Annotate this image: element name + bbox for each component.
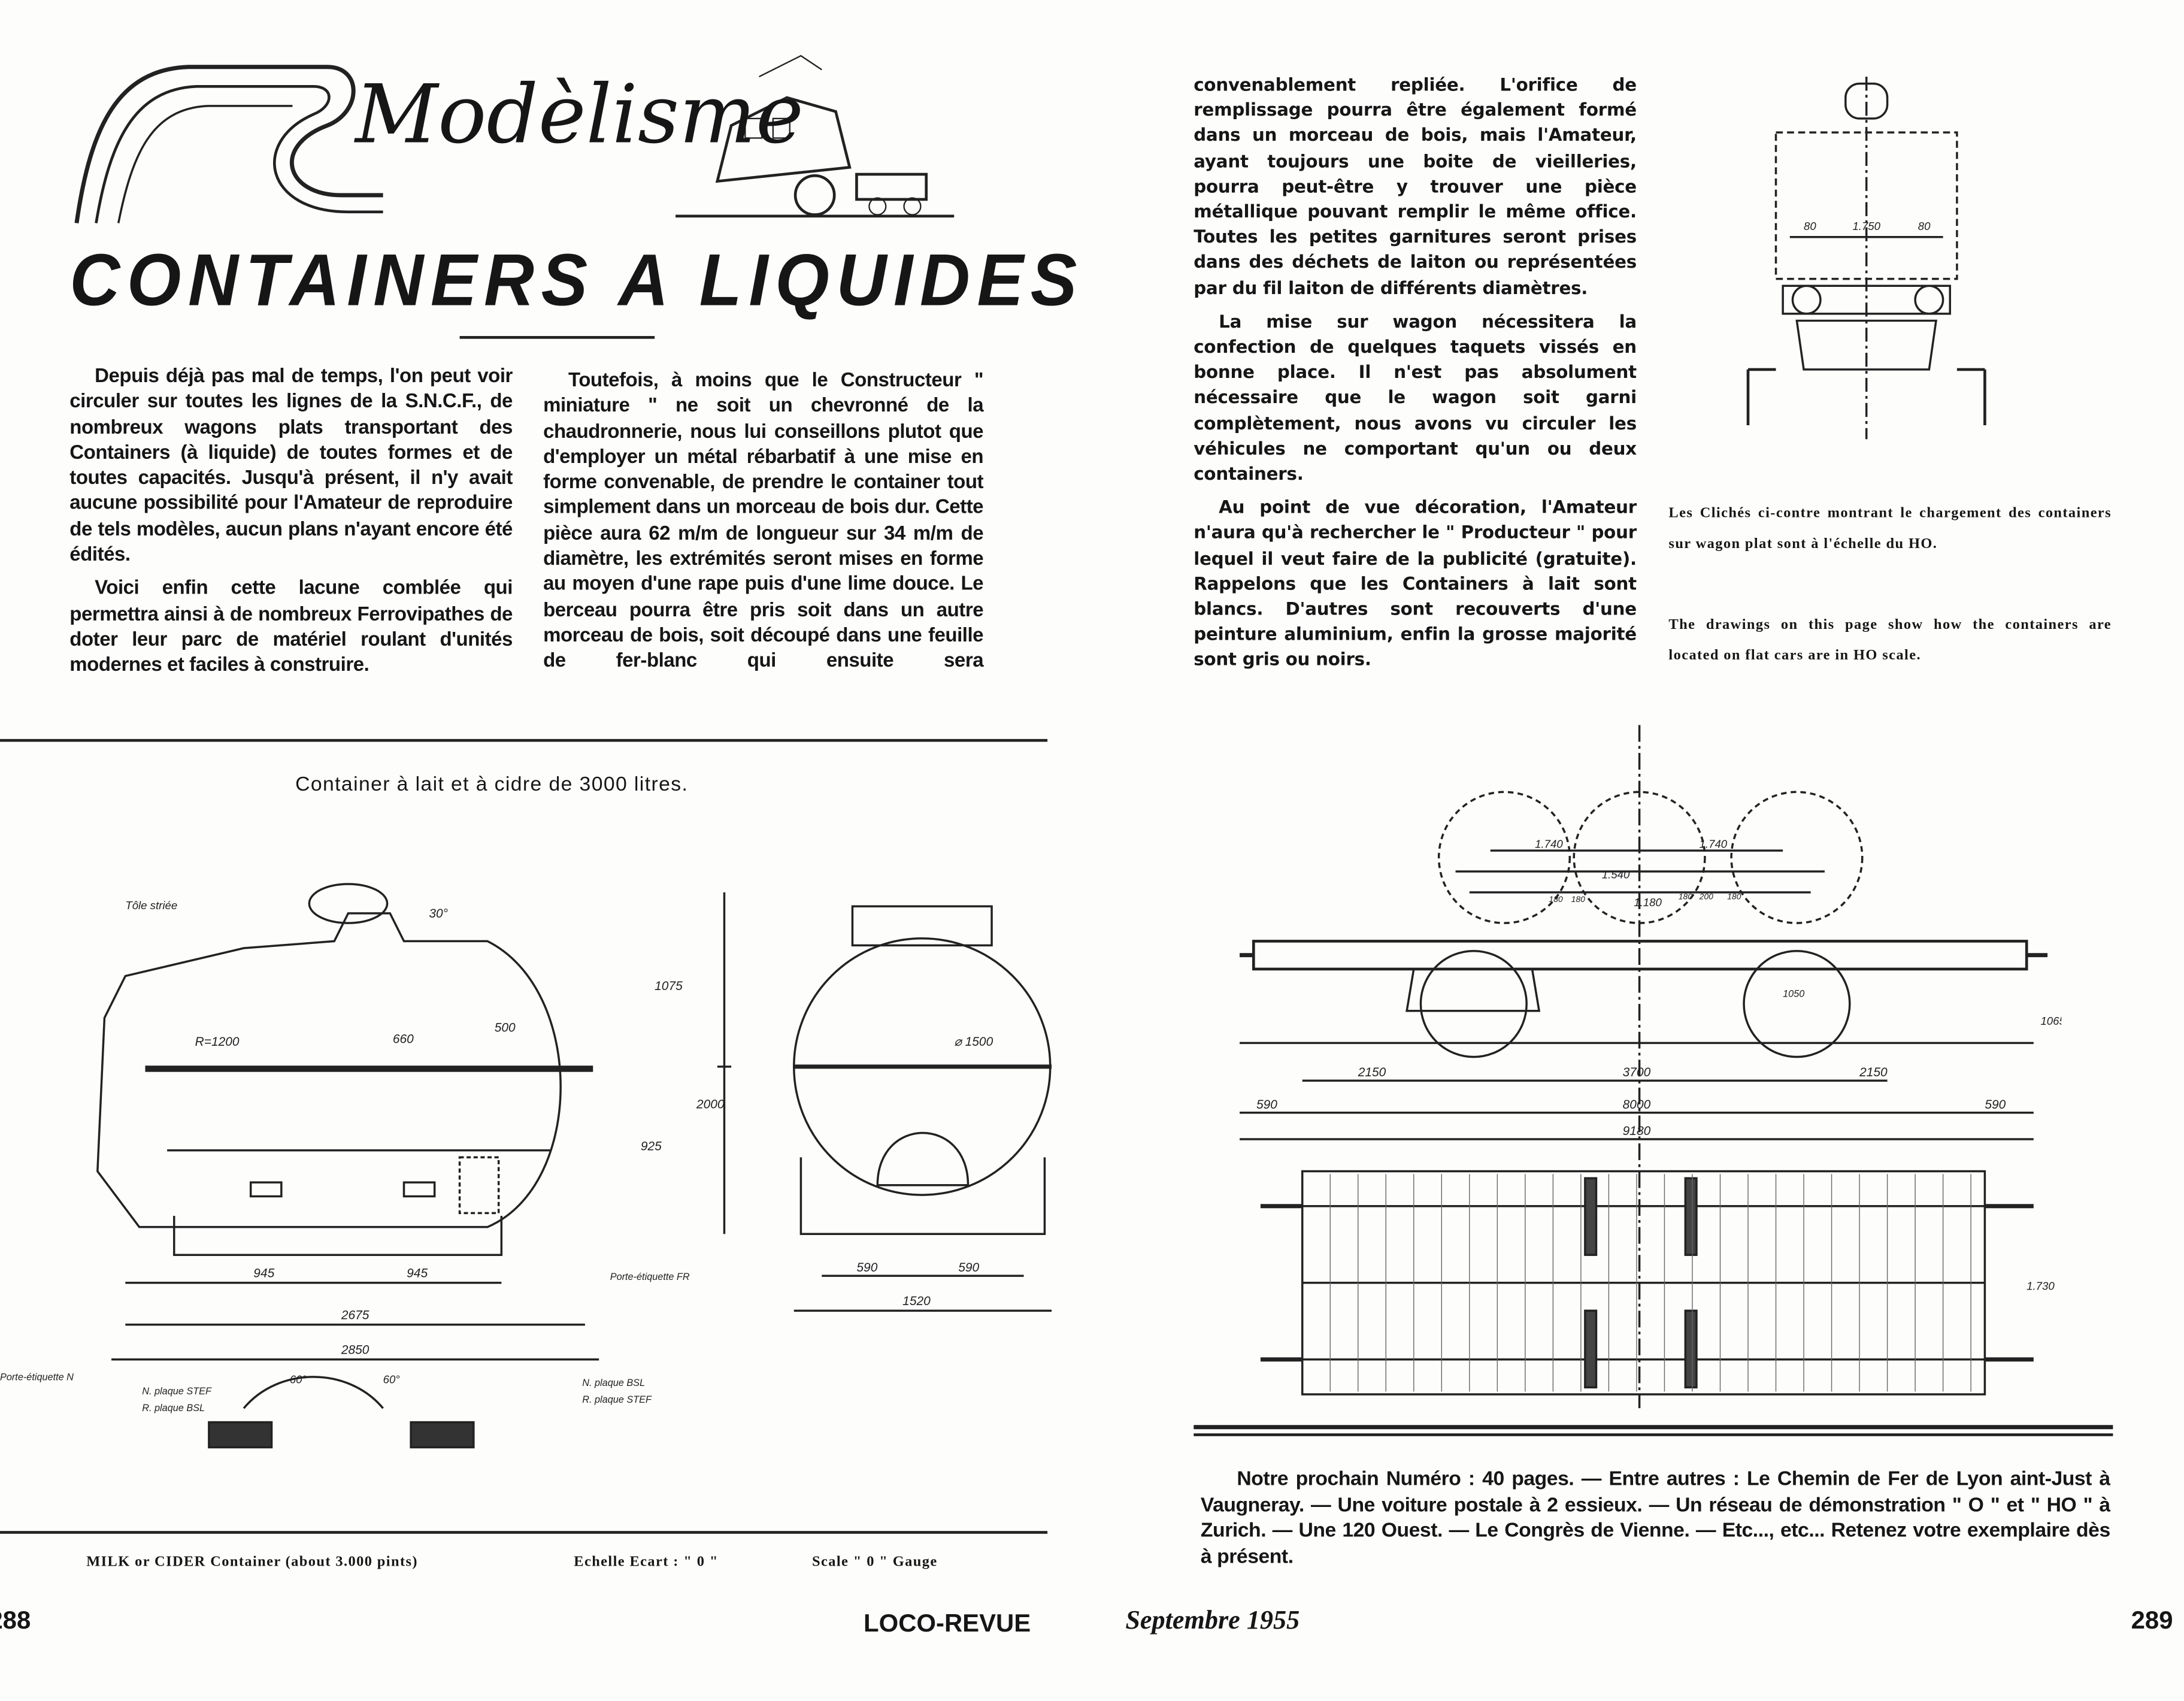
label-1050: 1050 xyxy=(1783,989,1804,1000)
label-1075: 1075 xyxy=(655,979,683,993)
paragraph: Depuis déjà pas mal de temps, l'on peut … xyxy=(69,365,513,567)
label-60deg: 60° xyxy=(383,1373,400,1385)
paragraph: Toutefois, à moins que le Constructeur "… xyxy=(543,369,984,673)
label-60deg: 60° xyxy=(290,1373,307,1385)
next-issue-notice: Notre prochain Numéro : 40 pages. — Entr… xyxy=(1201,1467,2110,1578)
label-8000: 8000 xyxy=(1623,1098,1651,1112)
label-500: 500 xyxy=(495,1021,516,1035)
next-issue-text: Notre prochain Numéro : 40 pages. — Entr… xyxy=(1200,1468,2110,1568)
label-1180: 1.180 xyxy=(1634,896,1662,909)
footer-divider xyxy=(0,1531,1048,1534)
label-9180: 9180 xyxy=(1623,1124,1651,1138)
article-column-3: convenablement repliée. L'orifice de rem… xyxy=(1194,72,1637,682)
page-number-right: 289 xyxy=(2131,1606,2173,1635)
label-590: 590 xyxy=(1256,1098,1277,1112)
label-1730: 1.730 xyxy=(2027,1279,2055,1292)
label-2150: 2150 xyxy=(1859,1066,1888,1079)
drawing-caption: Container à lait et à cidre de 3000 litr… xyxy=(295,774,689,797)
article-column-1: Depuis déjà pas mal de temps, l'on peut … xyxy=(69,364,513,687)
issue-date: Septembre 1955 xyxy=(1125,1606,1300,1636)
label-2850: 2850 xyxy=(341,1343,369,1357)
page-number-left: 288 xyxy=(0,1606,31,1635)
label-3700: 3700 xyxy=(1623,1066,1651,1079)
scale-english: Scale " 0 " Gauge xyxy=(811,1554,938,1570)
label-radius: R=1200 xyxy=(195,1035,240,1049)
caption-en-text: The drawings on this page show how the c… xyxy=(1668,618,2112,664)
flat-wagon-drawing: 1.740 1.740 1.540 1.180 180 180 180 200 … xyxy=(1240,725,2061,1409)
label-1740: 1.740 xyxy=(1700,837,1728,850)
caption-english: MILK or CIDER Container (about 3.000 pin… xyxy=(86,1554,418,1570)
label-590: 590 xyxy=(958,1261,979,1275)
caption-french-ho: Les Clichés ci-contre montrant le charge… xyxy=(1668,499,2112,560)
label-80: 80 xyxy=(1804,220,1816,232)
label-2000: 2000 xyxy=(696,1098,725,1112)
paragraph: convenablement repliée. L'orifice de rem… xyxy=(1194,74,1637,298)
logo-word: Modèlisme xyxy=(355,66,804,162)
paragraph: Voici enfin cette lacune comblée qui per… xyxy=(69,577,513,677)
section-divider xyxy=(0,738,1048,742)
label-plaque: R. plaque BSL xyxy=(142,1403,205,1414)
label-180: 180 xyxy=(1679,892,1693,901)
caption-english-ho: The drawings on this page show how the c… xyxy=(1668,611,2112,672)
label-2675: 2675 xyxy=(341,1308,369,1322)
label-80: 80 xyxy=(1918,220,1931,232)
modelisme-logo xyxy=(74,55,955,223)
label-200: 200 xyxy=(1699,892,1714,901)
label-porte-etiquette-n: Porte-étiquette N xyxy=(0,1372,74,1383)
label-925: 925 xyxy=(641,1140,662,1154)
label-180: 180 xyxy=(1571,894,1586,904)
label-1750: 1.750 xyxy=(1852,220,1880,232)
label-660: 660 xyxy=(393,1032,414,1046)
label-porte-etiquette-fr: Porte-étiquette FR xyxy=(610,1272,690,1282)
title-underline xyxy=(459,336,655,339)
label-945: 945 xyxy=(253,1266,274,1280)
container-drawing: Tôle striée R=1200 660 500 30° 1075 2000… xyxy=(0,883,1052,1449)
label-30deg: 30° xyxy=(429,907,448,921)
scale-french: Echelle Ecart : " 0 " xyxy=(574,1554,719,1570)
label-945: 945 xyxy=(407,1266,428,1280)
double-rule-top xyxy=(1194,1425,2113,1430)
label-180: 180 xyxy=(1727,892,1741,901)
label-590: 590 xyxy=(1985,1098,2006,1112)
label-2150: 2150 xyxy=(1358,1066,1386,1079)
magazine-name: LOCO-REVUE xyxy=(864,1609,1031,1638)
caption-fr-text: Les Clichés ci-contre montrant le charge… xyxy=(1668,506,2112,552)
article-title: CONTAINERS A LIQUIDES xyxy=(69,239,1084,322)
label-1540: 1.540 xyxy=(1602,868,1630,881)
double-rule-bottom xyxy=(1194,1433,2113,1436)
locomotive-sketch-icon xyxy=(676,55,955,218)
paragraph: Au point de vue décoration, l'Amateur n'… xyxy=(1194,497,1637,670)
label-plaque: R. plaque STEF xyxy=(582,1394,652,1405)
label-plaque: N. plaque BSL xyxy=(582,1378,645,1388)
label-1520: 1520 xyxy=(902,1294,931,1308)
label-diameter-1500: ⌀ 1500 xyxy=(954,1035,993,1049)
end-view-drawing: 80 1.750 80 xyxy=(1746,77,1986,440)
label-590: 590 xyxy=(856,1261,877,1275)
label-tole-striee: Tôle striée xyxy=(125,899,177,912)
label-plaque: N. plaque STEF xyxy=(142,1386,212,1397)
label-1740: 1.740 xyxy=(1535,837,1563,850)
label-180: 180 xyxy=(1549,894,1563,904)
paragraph: La mise sur wagon nécessitera la confect… xyxy=(1194,310,1637,484)
article-column-2: Toutefois, à moins que le Constructeur "… xyxy=(543,368,983,683)
label-1065: 1065 xyxy=(2040,1015,2061,1027)
